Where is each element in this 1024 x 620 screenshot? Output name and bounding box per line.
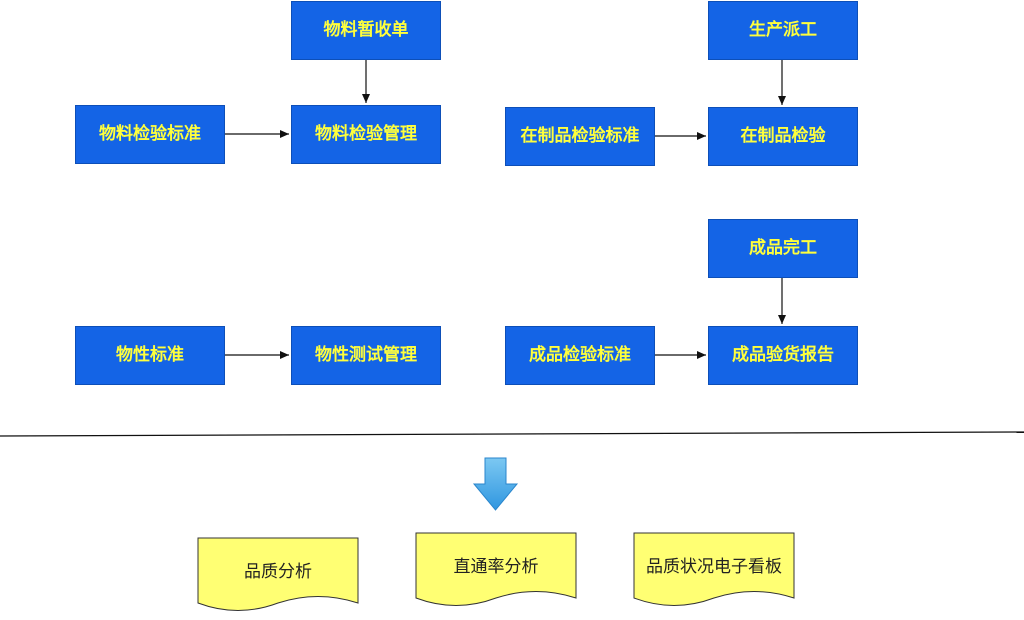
node-product-complete: 成品完工 [708,219,858,278]
node-physical-standard: 物性标准 [75,326,225,385]
node-product-inspection-standard: 成品检验标准 [505,326,655,385]
output-quality-dashboard: 品质状况电子看板 [646,556,782,577]
node-material-inspection-standard: 物料检验标准 [75,105,225,164]
node-production-dispatch: 生产派工 [708,1,858,60]
node-physical-test-mgmt: 物性测试管理 [291,326,441,385]
down-arrow-icon [472,457,519,511]
node-material-receipt: 物料暂收单 [291,1,441,60]
doc-shape-quality-dashboard [633,532,795,606]
output-quality-analysis: 品质分析 [244,561,312,582]
node-wip-inspection: 在制品检验 [708,107,858,166]
node-wip-inspection-standard: 在制品检验标准 [505,107,655,166]
doc-shape-quality-analysis [197,537,359,611]
node-material-inspection-mgmt: 物料检验管理 [291,105,441,164]
doc-shape-yield-analysis [415,532,577,606]
node-product-inspection-report: 成品验货报告 [708,326,858,385]
output-yield-analysis: 直通率分析 [453,556,539,577]
section-divider [0,431,1024,437]
